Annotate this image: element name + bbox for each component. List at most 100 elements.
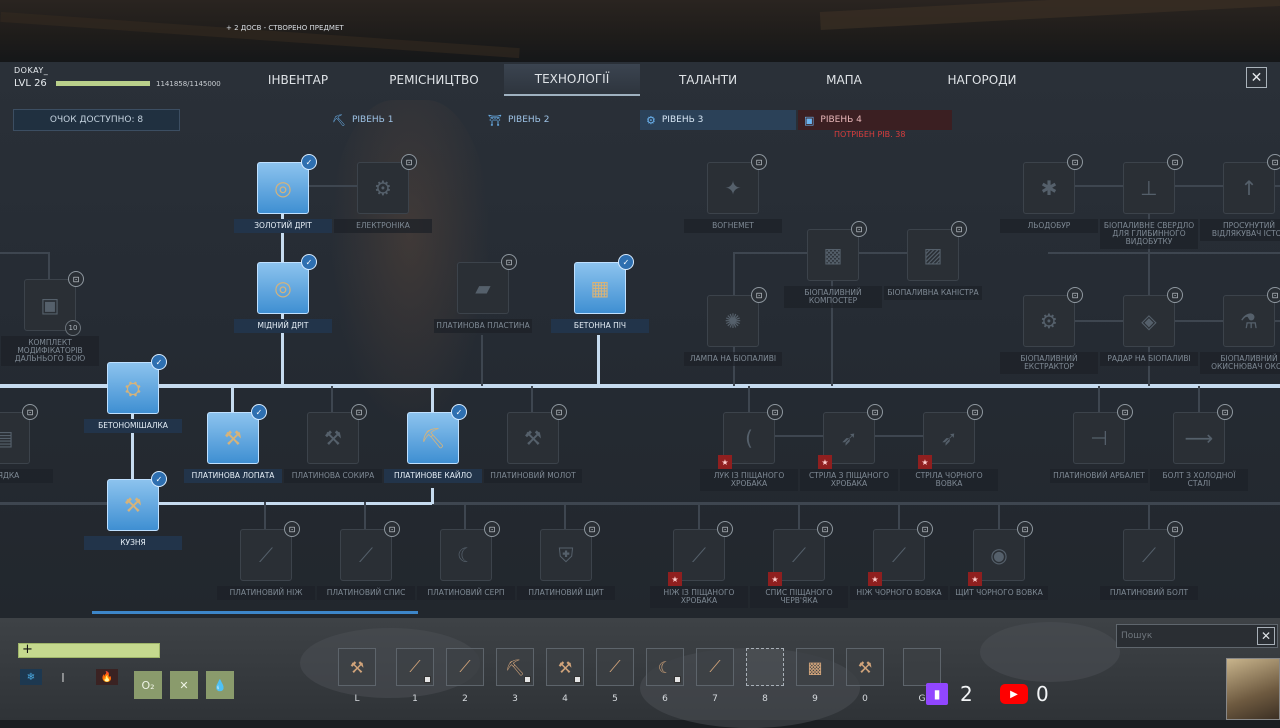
tech-node-sand-bow[interactable]: (⊡★ [718, 404, 783, 469]
lock-icon: ⊡ [401, 154, 417, 170]
tab-crafting[interactable]: РЕМІСНИЦТВО [389, 73, 479, 87]
tech-node-platinum-spear[interactable]: ⟋⊡ [340, 521, 400, 581]
xp-bar [56, 81, 150, 86]
hotbar-slot-8[interactable] [746, 648, 784, 686]
tech-line [48, 252, 50, 282]
tech-node-range-mod-kit[interactable]: ▣⊡10 [24, 271, 84, 336]
tech-node-sand-knife[interactable]: ⟋⊡★ [668, 521, 733, 586]
tech-node-forge[interactable]: ⚒✓ [107, 471, 167, 531]
tech-node-concrete-mixer[interactable]: ⛭✓ [107, 354, 167, 414]
level-requirement: ПОТРІБЕН РІВ. 38 [834, 130, 906, 139]
tech-node-biofuel-lamp[interactable]: ✺⊡ [707, 287, 767, 347]
tree-scrollbar[interactable] [92, 611, 418, 614]
tech-node-platinum-hammer[interactable]: ⚒⊡ [507, 404, 567, 464]
food-icon: ✕ [170, 671, 198, 699]
level-tab-1[interactable]: ⛏РІВЕНЬ 1 [326, 110, 476, 130]
level-tab-2[interactable]: ⛩РІВЕНЬ 2 [482, 110, 632, 130]
star-icon: ★ [818, 455, 832, 469]
tech-node-cold-steel-bolt[interactable]: ⟶⊡ [1173, 404, 1233, 464]
forge-icon: ⚒ [124, 493, 142, 517]
tech-node-label: ПЛАТИНОВИЙ НІЖ [217, 586, 315, 600]
hotbar-slot-2[interactable]: ⟋ [446, 648, 484, 686]
hotbar-slot-6[interactable]: ☾ [646, 648, 684, 686]
tech-node-copper-wire[interactable]: ◎✓ [257, 254, 317, 314]
tech-node-label: ЗОЛОТИЙ ДРІТ [234, 219, 332, 233]
tech-line [431, 488, 434, 504]
player-level: LVL 26 [14, 78, 47, 89]
platinum-spear-icon: ⟋ [359, 543, 373, 567]
tab-map[interactable]: МАПА [826, 73, 862, 87]
tech-node-electronics[interactable]: ⚙⊡ [357, 154, 417, 214]
close-button[interactable]: ✕ [1246, 67, 1267, 88]
tech-node-platinum-crossbow[interactable]: ⊣⊡ [1073, 404, 1133, 464]
tech-node-flamethrower[interactable]: ✦⊡ [707, 154, 767, 214]
tab-technology[interactable]: ТЕХНОЛОГІЇ [504, 64, 640, 96]
tech-line [597, 335, 600, 386]
tech-node-platinum-knife[interactable]: ⟋⊡ [240, 521, 300, 581]
level-tab-3[interactable]: ⚙РІВЕНЬ 3 [640, 110, 796, 130]
biofuel-composter-icon: ▩ [823, 243, 843, 267]
tab-inventory[interactable]: ІНВЕНТАР [267, 73, 329, 87]
tech-node-biofuel-oxidizer[interactable]: ⚗⊡ [1223, 287, 1280, 347]
star-icon: ★ [718, 455, 732, 469]
tech-node-label: ЛАМПА НА БІОПАЛИВІ [684, 352, 782, 366]
tech-node-biofuel-canister[interactable]: ▨⊡ [907, 221, 967, 281]
flamethrower-icon: ✦ [724, 176, 742, 200]
tech-node-golden-wire[interactable]: ◎✓ [257, 154, 317, 214]
tech-node-label: БІОПАЛИВНИЙ КОМПОСТЕР [784, 286, 882, 308]
tech-node-sand-arrow[interactable]: ➶⊡★ [818, 404, 883, 469]
tech-node-concrete-furnace[interactable]: ▦✓ [574, 254, 634, 314]
lock-icon: ⊡ [1117, 404, 1133, 420]
hotbar-slot-3[interactable]: ⛏ [496, 648, 534, 686]
hotbar-slot-l[interactable]: ⚒ [338, 648, 376, 686]
star-icon: ★ [968, 572, 982, 586]
hotbar-slot-4[interactable]: ⚒ [546, 648, 584, 686]
platinum-bolt-icon: ⟋ [1142, 543, 1156, 567]
tech-node-label: БОЛТ З ХОЛОДНОЇ СТАЛІ [1150, 469, 1248, 491]
tab-rewards[interactable]: НАГОРОДИ [947, 73, 1017, 87]
hotbar-slot-g[interactable] [903, 648, 941, 686]
lock-icon: ⊡ [284, 521, 300, 537]
hotbar-slot-9[interactable]: ▩ [796, 648, 834, 686]
tech-node-platinum-plate[interactable]: ▰⊡ [457, 254, 517, 314]
tab-talents[interactable]: ТАЛАНТИ [678, 73, 738, 87]
tech-line [698, 502, 700, 530]
hotbar-slot-0[interactable]: ⚒ [846, 648, 884, 686]
tech-node-platinum-bolt[interactable]: ⟋⊡ [1123, 521, 1183, 581]
ice-drill-icon: ✱ [1040, 176, 1058, 200]
tech-node-platinum-shovel[interactable]: ⚒✓ [207, 404, 267, 464]
tech-line [281, 185, 381, 187]
tech-node-biofuel-deep-drill[interactable]: ⊥⊡ [1123, 154, 1183, 214]
search-input[interactable] [1121, 628, 1253, 644]
tech-line-lower [0, 502, 1280, 505]
platinum-plate-icon: ▰ [475, 276, 491, 300]
tech-node-biofuel-radar[interactable]: ◈⊡ [1123, 287, 1183, 347]
tech-node-biofuel-composter[interactable]: ▩⊡ [807, 221, 867, 281]
hotbar-key-label: 8 [762, 694, 768, 704]
tech-node-platinum-sickle[interactable]: ☾⊡ [440, 521, 500, 581]
search-close-button[interactable]: ✕ [1257, 627, 1275, 645]
tech-node-sand-spear[interactable]: ⟋⊡★ [768, 521, 833, 586]
tech-line [331, 386, 333, 412]
tech-line [748, 386, 750, 436]
hotbar-key-label: 0 [862, 694, 868, 704]
tech-node-advanced-separator[interactable]: ↑⊡ [1223, 154, 1280, 214]
tech-line [798, 502, 800, 530]
tech-node-platinum-pickaxe[interactable]: ⛏✓ [407, 404, 467, 464]
platinum-axe-icon: ⚒ [324, 426, 342, 450]
level-tab-4[interactable]: ▣РІВЕНЬ 4 [798, 110, 952, 130]
tech-node-black-wolf-arrow[interactable]: ➶⊡★ [918, 404, 983, 469]
tech-node-black-wolf-knife[interactable]: ⟋⊡★ [868, 521, 933, 586]
tech-node-garden-bed[interactable]: ▤⊡ [0, 404, 38, 464]
tech-line [431, 386, 434, 412]
tech-node-ice-drill[interactable]: ✱⊡ [1023, 154, 1083, 214]
tech-node-platinum-axe[interactable]: ⚒⊡ [307, 404, 367, 464]
tech-node-black-wolf-shield[interactable]: ◉⊡★ [968, 521, 1033, 586]
hotbar-slot-7[interactable]: ⟋ [696, 648, 734, 686]
concrete-mixer-icon: ⛭ [125, 376, 141, 400]
garden-bed-icon: ▤ [0, 426, 14, 450]
tech-node-platinum-shield[interactable]: ⛨⊡ [540, 521, 600, 581]
tech-node-biofuel-extractor[interactable]: ⚙⊡ [1023, 287, 1083, 347]
hotbar-slot-1[interactable]: ⟋ [396, 648, 434, 686]
hotbar-slot-5[interactable]: ⟋ [596, 648, 634, 686]
